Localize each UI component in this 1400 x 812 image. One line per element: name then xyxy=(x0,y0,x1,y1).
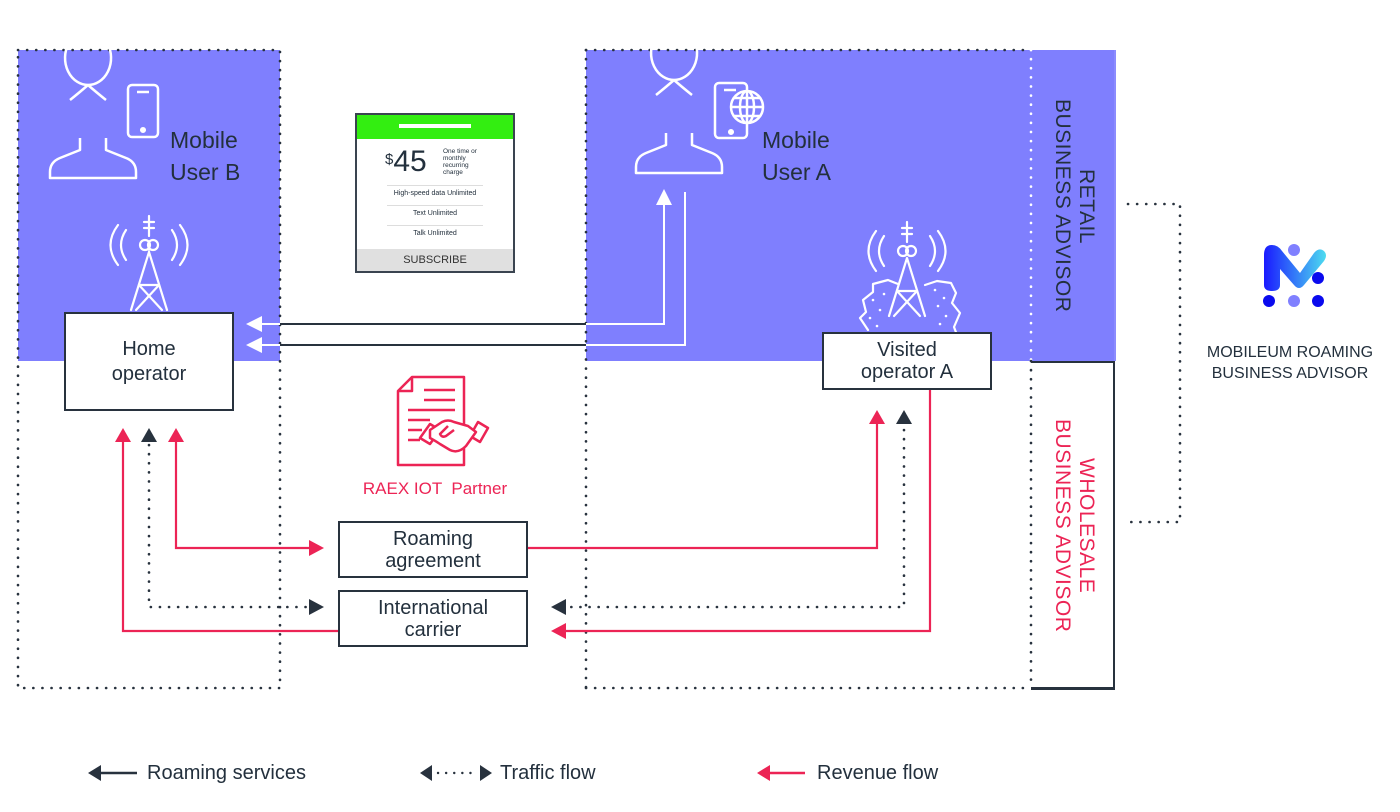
subscribe-button[interactable]: SUBSCRIBE xyxy=(357,249,513,271)
map-dots-icon xyxy=(868,288,948,328)
mobile-user-a-label: Mobile User A xyxy=(762,127,832,185)
feature-data: High-speed data Unlimited xyxy=(393,190,477,197)
person-icon xyxy=(634,24,724,175)
person-icon xyxy=(48,29,138,180)
traffic-flow-lines xyxy=(147,428,906,609)
visited-network-retail-area xyxy=(586,50,1116,361)
home-operator-box[interactable]: Home operator xyxy=(64,312,234,411)
arrow-head-left-icon xyxy=(246,337,262,353)
arrow-head-up-icon xyxy=(656,189,672,205)
revenue-flow-lines xyxy=(121,390,932,633)
legend-revenue-flow: Revenue flow xyxy=(817,762,939,784)
roaming-agreement-box[interactable]: Roaming agreement xyxy=(338,521,528,578)
home-operator-line2: operator xyxy=(111,363,187,385)
price-note: One time or monthly recurring charge xyxy=(443,148,477,176)
feature-text: Text Unlimited xyxy=(413,210,457,217)
feature-talk: Talk Unlimited xyxy=(413,230,457,237)
price-plan-card: $ 45 One time or monthly recurring charg… xyxy=(355,113,515,273)
arrow-head-up-icon xyxy=(168,428,184,442)
brand-label: MOBILEUM ROAMING BUSINESS ADVISOR xyxy=(1206,344,1374,382)
partner-label: RAEX IOT Partner xyxy=(362,479,508,498)
international-carrier-box[interactable]: International carrier xyxy=(338,590,528,647)
visited-network-border xyxy=(584,48,1033,690)
legend-traffic-flow: Traffic flow xyxy=(500,762,596,784)
smartphone-icon xyxy=(126,83,160,139)
arrow-head-up-icon xyxy=(115,428,131,442)
arrow-head-right-icon xyxy=(309,599,324,615)
smartphone-globe-icon xyxy=(713,81,765,140)
roaming-services-lines xyxy=(246,189,686,353)
mobileum-logo-icon xyxy=(1263,244,1326,307)
arrow-head-left-icon xyxy=(246,316,262,332)
wholesale-advisor-label: WHOLESALE BUSINESS ADVISOR xyxy=(1051,419,1098,633)
retail-advisor-label: RETAIL BUSINESS ADVISOR xyxy=(1051,99,1098,313)
visited-operator-box[interactable]: Visited operator A xyxy=(822,332,992,390)
price-card-header xyxy=(357,115,513,139)
contract-handshake-icon xyxy=(396,375,490,467)
arrow-head-up-icon xyxy=(896,410,912,424)
solid-dark-arrow-icon xyxy=(88,765,137,781)
arrow-head-up-icon xyxy=(141,428,157,442)
legend-roaming-services: Roaming services xyxy=(147,762,306,784)
cell-tower-map-icon xyxy=(858,220,962,337)
price-amount: $ 45 xyxy=(385,145,427,178)
arrow-head-up-icon xyxy=(869,410,885,424)
cell-tower-icon xyxy=(109,214,189,312)
home-network-retail-area xyxy=(18,50,280,361)
visited-operator-line1: Visited xyxy=(877,339,937,361)
visited-operator-line2: operator A xyxy=(860,361,954,383)
arrow-head-left-icon xyxy=(551,623,566,639)
solid-red-arrow-icon xyxy=(757,765,805,781)
home-operator-line1: Home xyxy=(122,338,176,360)
arrow-head-right-icon xyxy=(309,540,324,556)
dotted-double-arrow-icon xyxy=(420,765,492,781)
mobile-user-b-label: Mobile User B xyxy=(170,127,241,185)
arrow-head-left-icon xyxy=(551,599,566,615)
advisor-bracket xyxy=(1126,202,1182,524)
